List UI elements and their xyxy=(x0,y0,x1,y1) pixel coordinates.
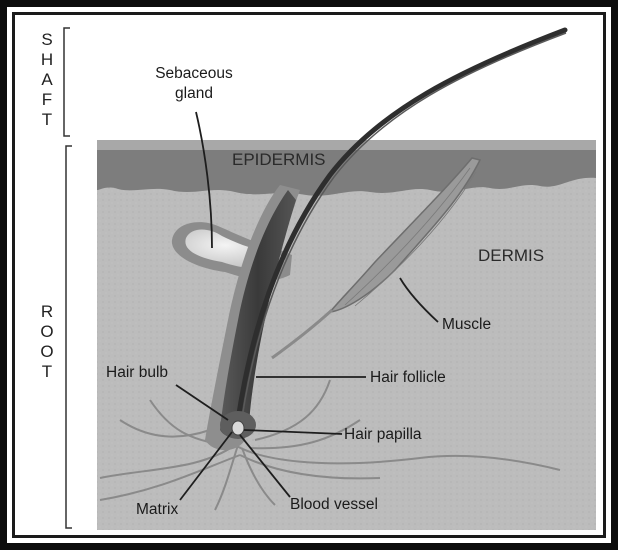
hair-papilla-label: Hair papilla xyxy=(344,426,422,444)
dermis-label: DERMIS xyxy=(478,246,544,266)
shaft-letter: A xyxy=(36,70,58,90)
root-letter: O xyxy=(36,322,58,342)
shaft-letter: S xyxy=(36,30,58,50)
skin-surface xyxy=(97,140,596,150)
shaft-letter: H xyxy=(36,50,58,70)
shaft-letter: F xyxy=(36,90,58,110)
muscle-label: Muscle xyxy=(442,316,491,334)
epidermis-label: EPIDERMIS xyxy=(232,150,326,170)
hair-bulb-label: Hair bulb xyxy=(106,364,168,382)
dermis-region xyxy=(97,150,596,530)
sebaceous-label-line1: Sebaceous xyxy=(138,64,250,84)
hair-follicle-label: Hair follicle xyxy=(370,369,446,387)
sebaceous-gland-label: Sebaceous gland xyxy=(138,64,250,104)
root-side-label: R O O T xyxy=(36,302,58,382)
shaft-letter: T xyxy=(36,110,58,130)
root-letter: T xyxy=(36,362,58,382)
blood-vessel-label: Blood vessel xyxy=(290,496,378,514)
root-letter: O xyxy=(36,342,58,362)
sebaceous-label-line2: gland xyxy=(138,84,250,104)
matrix-label: Matrix xyxy=(136,501,178,519)
shaft-side-label: S H A F T xyxy=(36,30,58,130)
shaft-bracket xyxy=(64,28,70,136)
hair-papilla xyxy=(232,421,244,435)
root-bracket xyxy=(66,146,72,528)
root-letter: R xyxy=(36,302,58,322)
